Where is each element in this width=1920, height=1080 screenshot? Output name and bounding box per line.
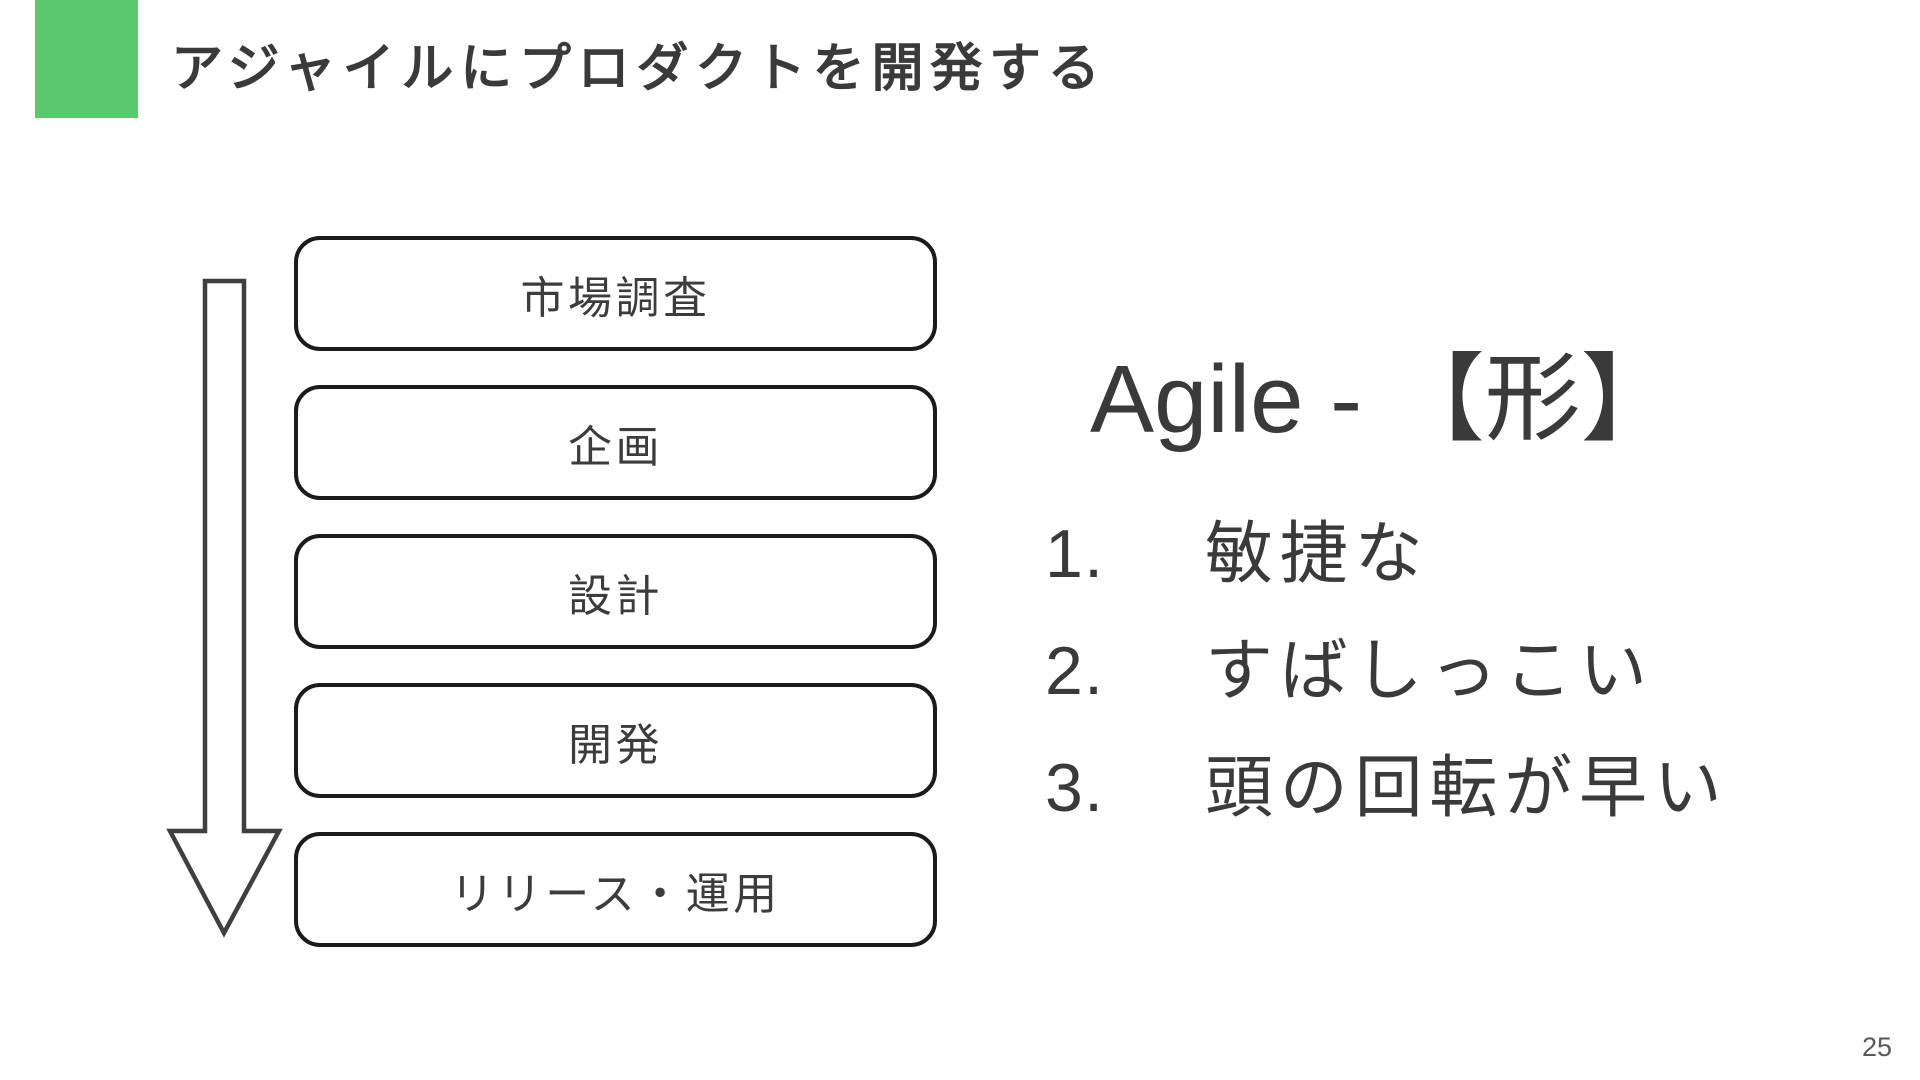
flow-step-label: 市場調査: [520, 273, 711, 323]
list-item-number: 1.: [1045, 516, 1105, 592]
list-item-number: 3.: [1045, 750, 1105, 826]
list-item-text: すばしっこい: [1205, 633, 1654, 709]
flow-step-development: 開発: [294, 683, 937, 798]
definition-heading: Agile - 【形】: [1090, 346, 1677, 453]
flow-steps: 市場調査 企画 設計 開発 リリース・運用: [294, 236, 937, 981]
flow-step-label: 企画: [567, 422, 664, 472]
list-item: 1. 敏捷な: [1045, 498, 1845, 615]
down-arrow-icon: [166, 278, 283, 938]
flow-step-planning: 企画: [294, 385, 937, 500]
flow-step-label: 設計: [567, 571, 664, 621]
page-number: 25: [1861, 1032, 1892, 1062]
page-title: アジャイルにプロダクトを開発する: [171, 40, 1107, 98]
accent-block: [35, 0, 138, 118]
list-item-text: 敏捷な: [1205, 516, 1430, 592]
list-item-number: 2.: [1045, 633, 1105, 709]
definition-list: 1. 敏捷な 2. すばしっこい 3. 頭の回転が早い: [1045, 498, 1845, 849]
flow-step-design: 設計: [294, 534, 937, 649]
flow-step-label: リリース・運用: [450, 869, 781, 919]
list-item: 2. すばしっこい: [1045, 615, 1845, 732]
flow-step-market-research: 市場調査: [294, 236, 937, 351]
definition-block: Agile - 【形】 1. 敏捷な 2. すばしっこい 3. 頭の回転が早い: [1045, 340, 1845, 849]
list-item-text: 頭の回転が早い: [1205, 750, 1729, 826]
flow-step-release-operation: リリース・運用: [294, 832, 937, 947]
list-item: 3. 頭の回転が早い: [1045, 732, 1845, 849]
flow-step-label: 開発: [567, 720, 664, 770]
